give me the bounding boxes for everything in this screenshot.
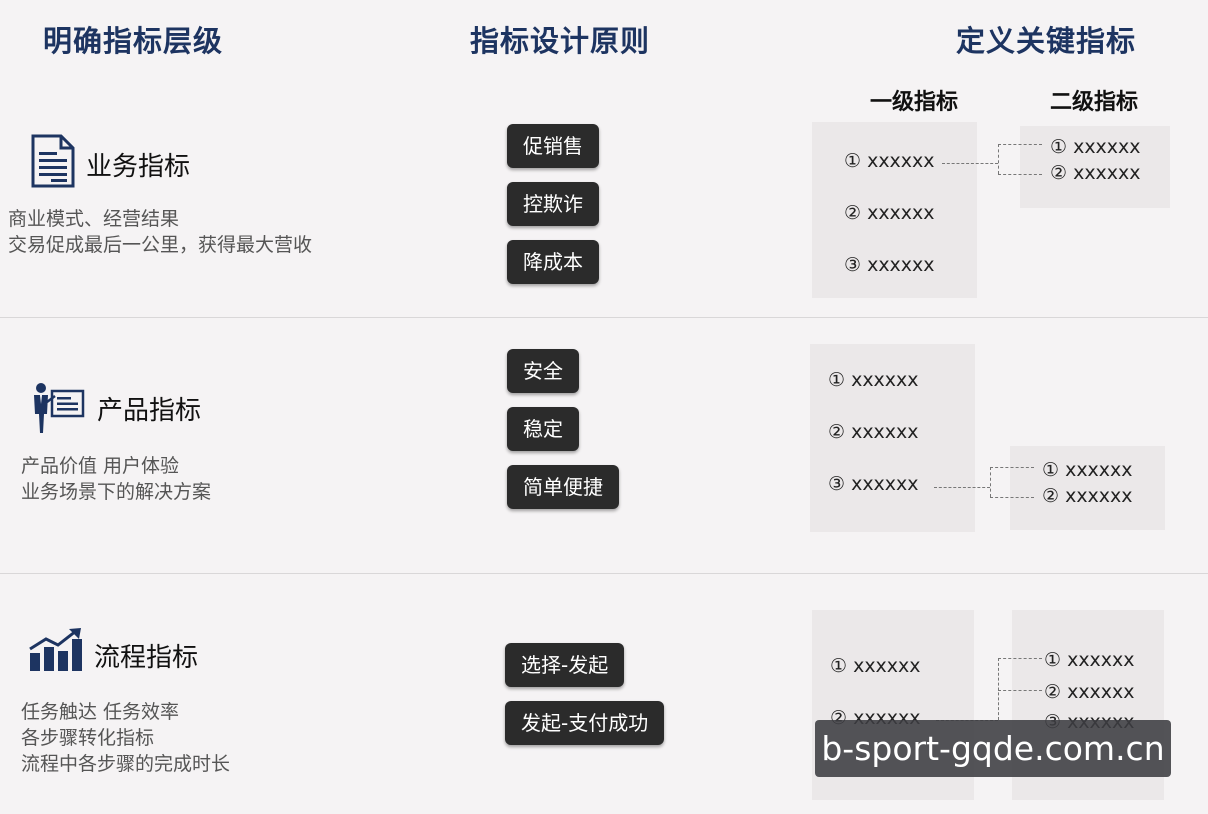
principle-tag: 选择-发起 — [505, 643, 625, 687]
connector-line — [998, 144, 999, 174]
level2-item: ② xxxxxx — [1050, 162, 1141, 184]
level1-header: 一级指标 — [870, 90, 959, 115]
level1-item: ① xxxxxx — [830, 655, 921, 677]
level1-panel — [810, 344, 975, 532]
row-divider — [0, 573, 1208, 574]
connector-line — [990, 497, 1034, 498]
level1-item: ② xxxxxx — [828, 421, 919, 443]
level1-item: ① xxxxxx — [844, 150, 935, 172]
principle-tag: 稳定 — [507, 407, 579, 451]
connector-line — [990, 467, 991, 497]
column-header-principles: 指标设计原则 — [470, 24, 651, 58]
document-icon — [31, 134, 75, 192]
level1-item: ① xxxxxx — [828, 369, 919, 391]
level2-item: ② xxxxxx — [1044, 681, 1135, 703]
principle-tag: 发起-支付成功 — [505, 701, 665, 745]
connector-line — [990, 467, 1034, 468]
level2-header: 二级指标 — [1050, 90, 1139, 115]
desc-line: 商业模式、经营结果 — [8, 208, 180, 230]
category-title-product: 产品指标 — [97, 396, 202, 426]
column-header-key-metrics: 定义关键指标 — [956, 24, 1137, 58]
level2-item: ① xxxxxx — [1042, 459, 1133, 481]
level2-item: ① xxxxxx — [1050, 136, 1141, 158]
desc-line: 任务触达 任务效率 — [21, 701, 180, 723]
connector-line — [998, 690, 1042, 691]
connector-line — [998, 658, 1042, 659]
presenter-icon — [30, 382, 86, 438]
principle-tag: 控欺诈 — [507, 182, 599, 226]
level2-item: ① xxxxxx — [1044, 649, 1135, 671]
level1-item: ③ xxxxxx — [844, 254, 935, 276]
desc-line: 流程中各步骤的完成时长 — [21, 753, 231, 775]
growth-chart-icon — [28, 627, 84, 677]
category-desc: 任务触达 任务效率 各步骤转化指标 流程中各步骤的完成时长 — [21, 699, 230, 777]
level1-panel — [812, 122, 977, 298]
principle-tag: 安全 — [507, 349, 579, 393]
category-desc: 商业模式、经营结果 交易促成最后一公里，获得最大营收 — [8, 206, 312, 258]
level1-item: ③ xxxxxx — [828, 473, 919, 495]
connector-line — [998, 174, 1042, 175]
connector-line — [998, 658, 999, 720]
category-desc: 产品价值 用户体验 业务场景下的解决方案 — [21, 453, 211, 505]
connector-line — [942, 163, 998, 164]
level1-item: ② xxxxxx — [844, 202, 935, 224]
principle-tag: 简单便捷 — [507, 465, 619, 509]
category-title-process: 流程指标 — [94, 643, 199, 673]
row-divider — [0, 317, 1208, 318]
level2-panel — [1020, 126, 1170, 208]
desc-line: 各步骤转化指标 — [21, 727, 155, 749]
desc-line: 业务场景下的解决方案 — [21, 481, 212, 503]
level2-item: ② xxxxxx — [1042, 485, 1133, 507]
connector-line — [934, 487, 990, 488]
watermark-banner: b-sport-gqde.com.cn — [815, 720, 1171, 777]
connector-line — [998, 144, 1042, 145]
desc-line: 产品价值 用户体验 — [21, 455, 180, 477]
principle-tag: 降成本 — [507, 240, 599, 284]
level2-panel — [1010, 446, 1165, 530]
desc-line: 交易促成最后一公里，获得最大营收 — [8, 234, 313, 256]
category-title-business: 业务指标 — [86, 152, 191, 182]
column-header-levels: 明确指标层级 — [43, 24, 224, 58]
principle-tag: 促销售 — [507, 124, 599, 168]
